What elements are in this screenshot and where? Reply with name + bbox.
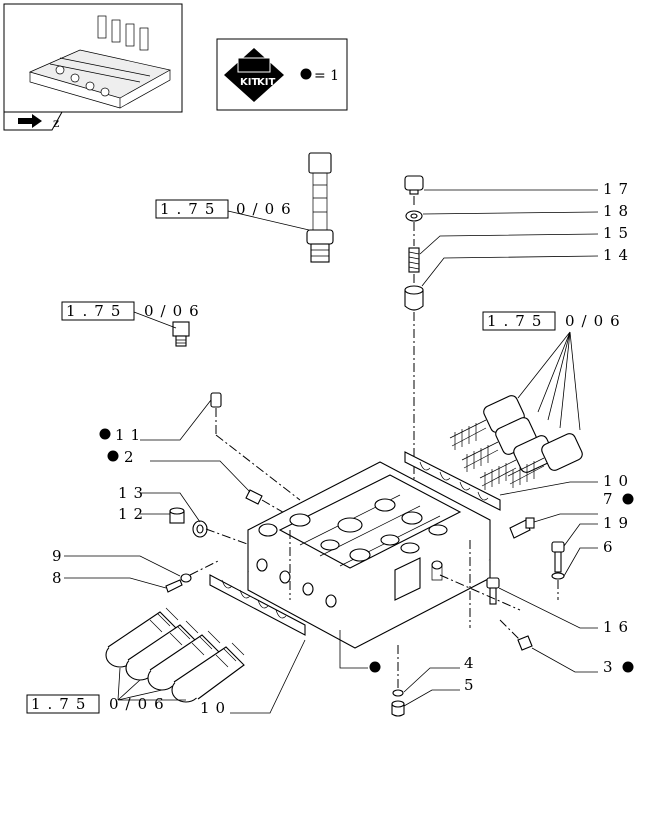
plug-12 xyxy=(169,507,185,524)
washer-6 xyxy=(551,572,565,580)
seal-4 xyxy=(392,689,404,697)
plunger-14 xyxy=(404,285,424,311)
part-label: 6 xyxy=(603,538,619,556)
part-label: 18 xyxy=(603,202,634,220)
seal-13 xyxy=(192,520,208,538)
left-gasket-plate xyxy=(209,574,306,636)
part-label: 9 xyxy=(52,547,68,565)
part-label: 12 xyxy=(118,505,149,523)
part-label: 16 xyxy=(603,618,634,636)
kit-bullet-icon xyxy=(107,450,119,462)
solenoids-lower xyxy=(105,607,245,703)
part-label: KIT xyxy=(257,77,275,88)
screw-8 xyxy=(165,579,183,593)
svg-text:z: z xyxy=(53,116,59,130)
bolt-16 xyxy=(486,577,500,605)
kit-icon: KIT KIT xyxy=(224,48,284,102)
part-label: 15 xyxy=(603,224,634,242)
part-label: 7 xyxy=(603,490,619,508)
kit-bullet-icon xyxy=(300,68,312,80)
part-label: 2 xyxy=(124,448,140,466)
valve-block xyxy=(247,461,491,649)
part-label: 0/06 xyxy=(236,200,298,218)
ref-box-2[interactable]: 1.75 0/06 xyxy=(61,301,206,321)
part-label: 8 xyxy=(52,569,68,587)
washer-9 xyxy=(180,573,192,583)
part-label: 11 xyxy=(115,426,146,444)
assembly-thumbnail xyxy=(3,3,183,113)
kit-bullet-icon xyxy=(622,493,634,505)
part-label: 4 xyxy=(464,654,480,672)
bolt-19 xyxy=(551,541,565,573)
fitting-7 xyxy=(509,517,535,539)
part-label: 0/06 xyxy=(109,695,171,713)
part-label: 17 xyxy=(603,180,634,198)
cap-screw-17 xyxy=(404,175,424,195)
kit-bullet-icon xyxy=(99,428,111,440)
washer-18 xyxy=(405,210,423,222)
part-label: KIT xyxy=(240,77,258,88)
ref-box-4[interactable]: 1.75 0/06 xyxy=(26,694,171,714)
part-label: 0/06 xyxy=(144,302,206,320)
nav-tab[interactable]: z xyxy=(3,111,63,131)
part-label: 10 xyxy=(200,699,231,717)
part-label: 10 xyxy=(603,472,634,490)
part-label: = 1 xyxy=(314,68,339,84)
part-label: 14 xyxy=(603,246,634,264)
part-label: 19 xyxy=(603,514,634,532)
pressure-sensor xyxy=(172,321,190,347)
part-label: 3 xyxy=(603,658,619,676)
plug-5 xyxy=(391,700,405,717)
kit-bullet-icon xyxy=(622,661,634,673)
sensor-connector xyxy=(306,152,334,263)
pin-2 xyxy=(245,489,263,505)
right-gasket-plate xyxy=(404,451,501,511)
kit-legend: KIT KIT = 1 xyxy=(216,38,348,111)
part-label: 13 xyxy=(118,484,149,502)
part-label: 1.75 xyxy=(487,312,548,330)
part-label: 1.75 xyxy=(66,302,127,320)
part-label: 1.75 xyxy=(160,200,221,218)
solenoids-upper xyxy=(449,395,583,490)
spring-15 xyxy=(408,247,420,273)
ref-box-1[interactable]: 1.75 0/06 xyxy=(155,199,298,219)
arrow-icon xyxy=(18,114,42,128)
part-label: 1.75 xyxy=(31,695,92,713)
kit-bullet-icon xyxy=(369,661,381,673)
part-label: 0/06 xyxy=(565,312,627,330)
part-label: 5 xyxy=(464,676,480,694)
ref-box-3[interactable]: 1.75 0/06 xyxy=(482,311,627,331)
plug-11 xyxy=(210,392,222,408)
pin-3 xyxy=(517,635,533,651)
